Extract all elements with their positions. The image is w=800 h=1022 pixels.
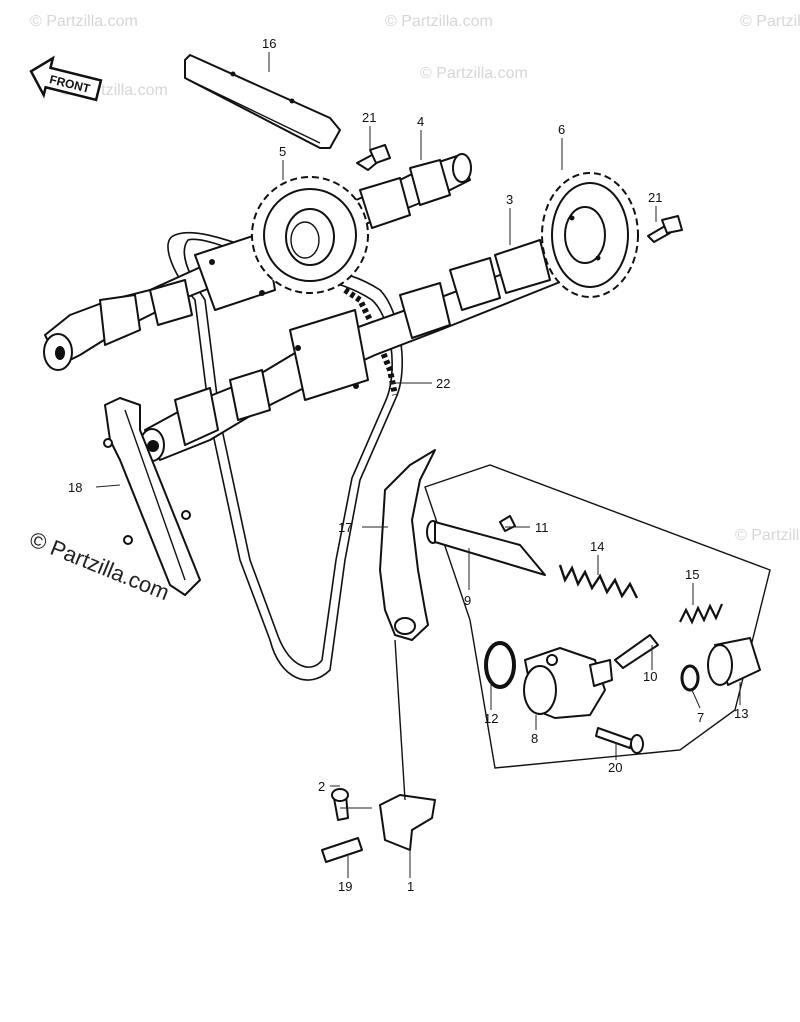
watermark-top-center: © Partzilla.com bbox=[385, 13, 493, 30]
part-12-o-ring bbox=[484, 641, 516, 689]
callout-13: 13 bbox=[734, 706, 748, 721]
part-6-cam-sprocket bbox=[541, 172, 639, 298]
callout-19: 19 bbox=[338, 879, 352, 894]
part-11-pin bbox=[499, 515, 516, 532]
part-19-dowel-pin bbox=[321, 837, 363, 863]
watermark-right: © Partzilla.com bbox=[735, 527, 800, 544]
callout-3: 3 bbox=[506, 192, 513, 207]
callout-7: 7 bbox=[697, 710, 704, 725]
callout-2: 2 bbox=[318, 779, 325, 794]
callout-5: 5 bbox=[279, 144, 286, 159]
part-21-bolt-right bbox=[647, 215, 683, 243]
part-8-tensioner-body bbox=[523, 647, 613, 719]
front-arrow-icon: FRONT bbox=[29, 55, 103, 102]
part-18-chain-guide bbox=[103, 397, 201, 596]
callout-16: 16 bbox=[262, 36, 276, 51]
callout-8: 8 bbox=[531, 731, 538, 746]
callout-21-left: 21 bbox=[362, 110, 376, 125]
callout-4: 4 bbox=[417, 114, 424, 129]
callout-9: 9 bbox=[464, 593, 471, 608]
part-16-chain-guide bbox=[184, 54, 341, 149]
callout-12: 12 bbox=[484, 711, 498, 726]
part-1-bracket bbox=[379, 639, 436, 851]
part-2-bolt bbox=[331, 788, 349, 821]
callout-14: 14 bbox=[590, 539, 604, 554]
part-9-push-rod bbox=[426, 520, 546, 576]
part-20-bolt bbox=[595, 727, 644, 754]
part-22-timing-chain bbox=[167, 231, 404, 681]
part-13-cap bbox=[707, 637, 761, 686]
callout-11: 11 bbox=[535, 520, 549, 535]
callout-1: 1 bbox=[407, 879, 414, 894]
callout-22: 22 bbox=[436, 376, 450, 391]
callout-10: 10 bbox=[643, 669, 657, 684]
part-7-washer bbox=[680, 664, 700, 692]
watermark-top-left: © Partzilla.com bbox=[30, 13, 138, 30]
callout-20: 20 bbox=[608, 760, 622, 775]
part-15-spring bbox=[679, 603, 724, 625]
callout-17: 17 bbox=[338, 520, 352, 535]
part-5-cam-sprocket bbox=[251, 176, 369, 294]
part-17-tensioner-guide bbox=[379, 449, 436, 641]
lower-camshaft bbox=[139, 239, 566, 462]
callout-15: 15 bbox=[685, 567, 699, 582]
watermark-mid-center: © Partzilla.com bbox=[420, 65, 528, 82]
callout-labels: 16 21 4 5 6 3 21 22 18 17 11 9 14 15 10 … bbox=[68, 36, 748, 894]
tensioner-assembly-frame bbox=[424, 464, 771, 769]
part-10-plunger bbox=[614, 634, 659, 669]
part-21-bolt-left bbox=[356, 144, 391, 171]
part-14-spring bbox=[558, 564, 639, 599]
watermark-top-right: © Partzilla.com bbox=[740, 13, 800, 30]
callout-6: 6 bbox=[558, 122, 565, 137]
callout-18: 18 bbox=[68, 480, 82, 495]
leader-lines bbox=[95, 52, 741, 878]
callout-21-right: 21 bbox=[648, 190, 662, 205]
